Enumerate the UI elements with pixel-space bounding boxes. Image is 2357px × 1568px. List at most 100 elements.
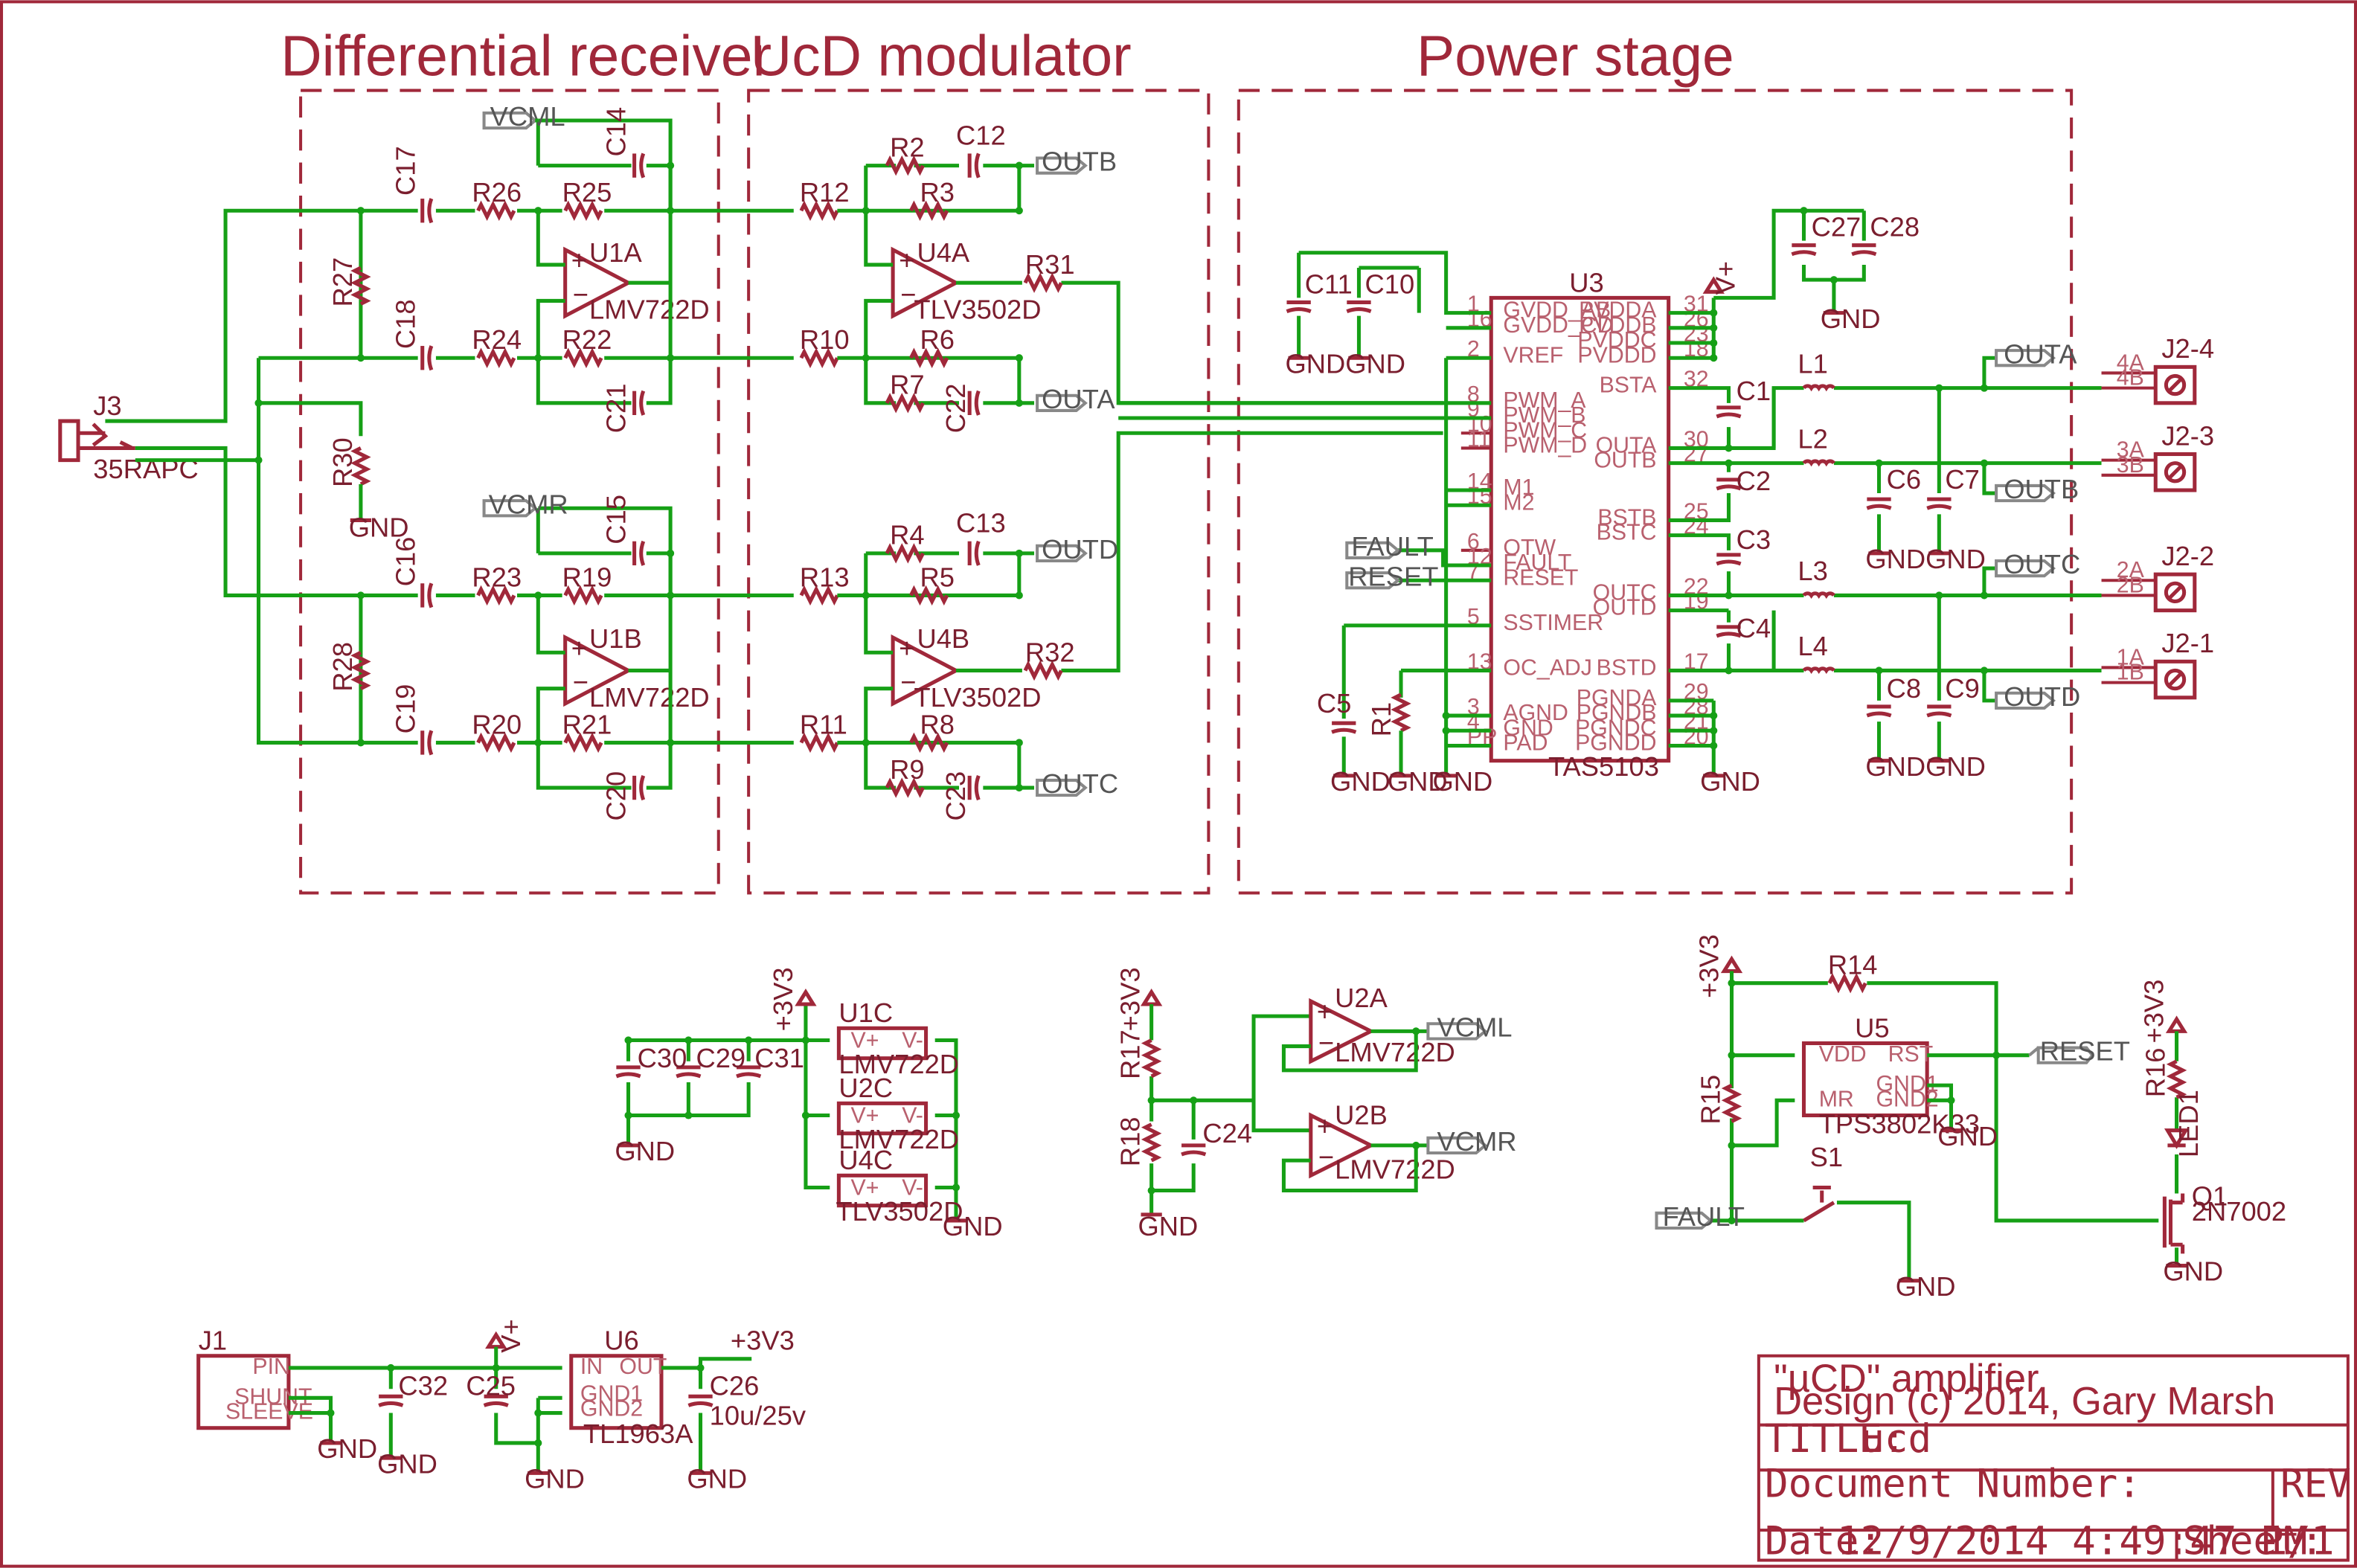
u3-pin-name: BSTD xyxy=(1597,656,1657,681)
fault-flag-u3: FAULT xyxy=(1345,531,1434,562)
svg-text:GND: GND xyxy=(943,1211,1003,1241)
svg-text:−: − xyxy=(573,667,589,698)
svg-text:OUTC: OUTC xyxy=(2004,549,2080,579)
u3-pin-name: PGNDD xyxy=(1575,731,1656,756)
u3-pin-name: PVDDB xyxy=(1579,313,1656,338)
svg-text:C1: C1 xyxy=(1737,376,1771,406)
u3-pin-name: PGNDB xyxy=(1577,701,1657,725)
svg-text:C14: C14 xyxy=(600,107,631,157)
svg-text:RESET: RESET xyxy=(1348,561,1438,591)
svg-text:C11: C11 xyxy=(1305,269,1353,299)
svg-text:LMV722D: LMV722D xyxy=(838,1124,959,1154)
svg-text:C5: C5 xyxy=(1317,688,1351,719)
u3-pin-name: PWM_B xyxy=(1503,403,1585,428)
svg-text:OUTC: OUTC xyxy=(1042,768,1118,799)
svg-text:1B: 1B xyxy=(2117,661,2144,685)
svg-text:+3V3: +3V3 xyxy=(2138,980,2169,1044)
svg-text:GND: GND xyxy=(2163,1256,2223,1287)
svg-text:U1C: U1C xyxy=(838,997,893,1028)
u3-pin-name: PWM_A xyxy=(1503,388,1586,413)
svg-text:GND1: GND1 xyxy=(580,1381,643,1406)
svg-text:C29: C29 xyxy=(696,1043,745,1073)
svg-text:GND: GND xyxy=(1345,348,1405,379)
u3-pin-name: BSTC xyxy=(1597,521,1657,545)
svg-text:J3: J3 xyxy=(93,391,121,421)
power-stage-title: Power stage xyxy=(1417,25,1734,88)
svg-text:TLV3502D: TLV3502D xyxy=(914,682,1041,713)
title-block: "µCD" amplifier Design (c) 2014, Gary Ma… xyxy=(1757,1354,2357,1564)
svg-text:OUTB: OUTB xyxy=(2004,474,2079,504)
svg-text:2A: 2A xyxy=(2117,558,2145,582)
svg-text:3B: 3B xyxy=(2117,453,2144,478)
svg-text:R2: R2 xyxy=(890,132,924,162)
u3-pin-name: OUTA xyxy=(1596,434,1658,458)
svg-text:4A: 4A xyxy=(2117,350,2145,375)
svg-text:R15: R15 xyxy=(1695,1075,1725,1125)
svg-text:+3V3: +3V3 xyxy=(1115,967,1145,1031)
svg-text:C28: C28 xyxy=(1870,212,1920,242)
svg-text:GND: GND xyxy=(1896,1271,1956,1302)
j2-3-terminal xyxy=(2155,454,2195,490)
u3-pin-number: 3 xyxy=(1467,695,1480,719)
svg-text:L2: L2 xyxy=(1798,423,1827,454)
u3-pin-name: OC_ADJ xyxy=(1503,656,1592,681)
svg-text:R12: R12 xyxy=(800,177,850,208)
svg-text:TL1963A: TL1963A xyxy=(583,1418,693,1449)
svg-text:U4A: U4A xyxy=(917,237,969,268)
svg-text:C6: C6 xyxy=(1887,464,1921,495)
svg-text:C13: C13 xyxy=(956,508,1006,539)
svg-text:LMV722D: LMV722D xyxy=(589,295,710,325)
svg-text:+: + xyxy=(1317,996,1333,1026)
fault-flag-s1: FAULT xyxy=(1655,1201,1745,1232)
svg-text:C3: C3 xyxy=(1737,524,1771,555)
u2a-opamp xyxy=(1309,997,1376,1064)
svg-text:J2-1: J2-1 xyxy=(2161,628,2214,658)
svg-text:C21: C21 xyxy=(600,384,631,434)
u3-pin-name: BSTA xyxy=(1600,373,1658,398)
svg-text:R27: R27 xyxy=(327,257,358,307)
svg-text:GND: GND xyxy=(1330,766,1391,797)
svg-text:GND: GND xyxy=(317,1433,377,1464)
svg-text:U6: U6 xyxy=(604,1326,638,1356)
vcmr-flag-gen: VCMR xyxy=(1426,1126,1517,1157)
u3-pin-name: PGNDA xyxy=(1577,686,1658,710)
svg-text:R10: R10 xyxy=(800,324,850,355)
svg-text:R16: R16 xyxy=(2140,1048,2170,1098)
svg-text:Q1: Q1 xyxy=(2192,1181,2228,1212)
svg-text:GND: GND xyxy=(1865,751,1925,782)
u3-pin-name: PVDDA xyxy=(1579,298,1657,323)
svg-text:C30: C30 xyxy=(638,1043,687,1073)
outb-flag-out: OUTB xyxy=(1995,474,2079,504)
svg-text:V+: V+ xyxy=(851,1176,879,1201)
u3-pin-number: 1 xyxy=(1467,292,1480,317)
svg-text:GND: GND xyxy=(377,1448,437,1479)
svg-text:2N7002: 2N7002 xyxy=(2192,1196,2286,1227)
svg-text:−: − xyxy=(573,279,589,309)
u3-pin-name: OTW xyxy=(1503,536,1556,560)
svg-text:LMV722D: LMV722D xyxy=(589,682,710,713)
modulator-frame xyxy=(747,89,1210,895)
copyright: Design (c) 2014, Gary Marsh xyxy=(1774,1380,2275,1424)
svg-text:LMV722D: LMV722D xyxy=(1335,1037,1455,1067)
reset-flag-u3: RESET xyxy=(1345,561,1439,591)
svg-text:VCMR: VCMR xyxy=(489,489,568,519)
svg-text:C24: C24 xyxy=(1202,1118,1252,1148)
svg-text:U1A: U1A xyxy=(589,237,642,268)
svg-text:R21: R21 xyxy=(562,709,612,739)
svg-text:L4: L4 xyxy=(1798,631,1827,661)
u3-pin-name: FAULT xyxy=(1503,550,1571,575)
svg-text:R17: R17 xyxy=(1115,1029,1145,1079)
project-title: "µCD" amplifier xyxy=(1774,1357,2039,1401)
svg-text:L3: L3 xyxy=(1798,556,1827,586)
diff-receiver-frame xyxy=(299,89,720,895)
svg-text:−: − xyxy=(1318,1028,1334,1058)
svg-text:3A: 3A xyxy=(2117,438,2145,463)
svg-text:U2A: U2A xyxy=(1335,983,1388,1013)
j1-power-jack xyxy=(196,1354,291,1430)
svg-text:C32: C32 xyxy=(398,1370,448,1401)
svg-text:C31: C31 xyxy=(754,1043,804,1073)
svg-text:Sheet:: Sheet: xyxy=(2183,1518,2324,1564)
svg-text:+: + xyxy=(571,245,587,275)
